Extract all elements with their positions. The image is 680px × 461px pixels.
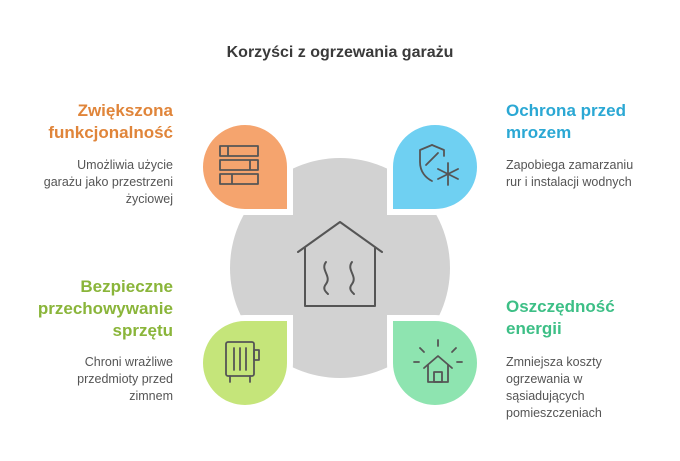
heading-bottom-right: Oszczędność energii bbox=[506, 297, 615, 338]
stacked-boxes-icon bbox=[219, 145, 259, 185]
shield-snowflake-icon bbox=[419, 144, 459, 186]
heading-top-right: Ochrona przed mrozem bbox=[506, 101, 626, 142]
desc-top-right: Zapobiega zamarzaniu rur i instalacji wo… bbox=[506, 158, 634, 189]
desc-bottom-left: Chroni wrażliwe przedmioty przed zimnem bbox=[77, 355, 173, 403]
heading-bottom-left: Bezpieczne przechowywanie sprzętu bbox=[37, 277, 173, 340]
petal-bottom-left bbox=[197, 315, 293, 411]
petal-top-left bbox=[197, 119, 293, 215]
petal-top-right bbox=[387, 119, 483, 215]
desc-bottom-right: Zmniejsza koszty ogrzewania w sąsiadując… bbox=[506, 355, 602, 420]
desc-top-left: Umożliwia użycie garażu jako przestrzeni… bbox=[43, 158, 173, 206]
heading-top-left: Zwiększona funkcjonalność bbox=[48, 101, 173, 142]
house-glow-icon bbox=[413, 339, 463, 383]
heater-icon bbox=[225, 341, 260, 383]
petal-bottom-right bbox=[387, 315, 483, 411]
heated-house-icon bbox=[297, 221, 383, 307]
diagram-title: Korzyści z ogrzewania garażu bbox=[226, 44, 454, 61]
